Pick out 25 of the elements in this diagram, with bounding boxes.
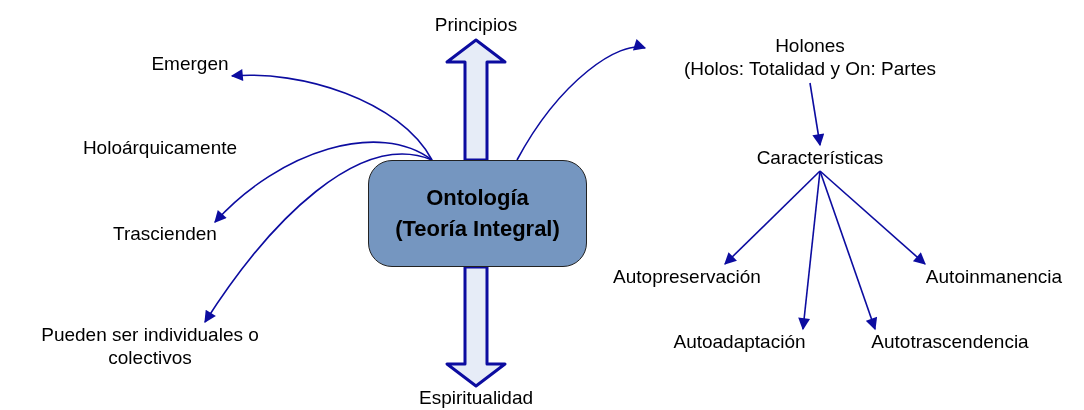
arrow — [798, 170, 821, 331]
node-text: Autotrascendencia — [871, 330, 1029, 354]
arrow — [819, 170, 878, 331]
arrow — [819, 170, 926, 265]
arrow — [214, 141, 433, 223]
concept-box — [368, 160, 587, 267]
node-text: Autoinmanencia — [925, 265, 1063, 289]
block-arrow — [445, 265, 507, 388]
node-text: (Holos: Totalidad y On: Partes — [683, 58, 936, 81]
node-text: Espiritualidad — [418, 387, 534, 410]
node-text: Autoadaptación — [673, 330, 806, 354]
block-arrow — [445, 38, 507, 162]
node-text: Principios — [434, 14, 518, 37]
arrow — [230, 69, 433, 161]
node-text: Pueden ser individuales o colectivos — [40, 324, 260, 370]
box-title: Ontología (Teoría Integral) — [394, 183, 561, 243]
node-text: Emergen — [151, 52, 229, 76]
node-text: Autopreservación — [613, 265, 761, 289]
arrow — [516, 40, 647, 161]
node-text: Holones — [775, 35, 845, 58]
node-text: Características — [756, 146, 884, 170]
node-text: Trascienden — [113, 222, 217, 246]
arrow — [809, 82, 825, 147]
arrow — [724, 170, 821, 265]
concept-label: Holoárquicamente — [81, 137, 239, 159]
